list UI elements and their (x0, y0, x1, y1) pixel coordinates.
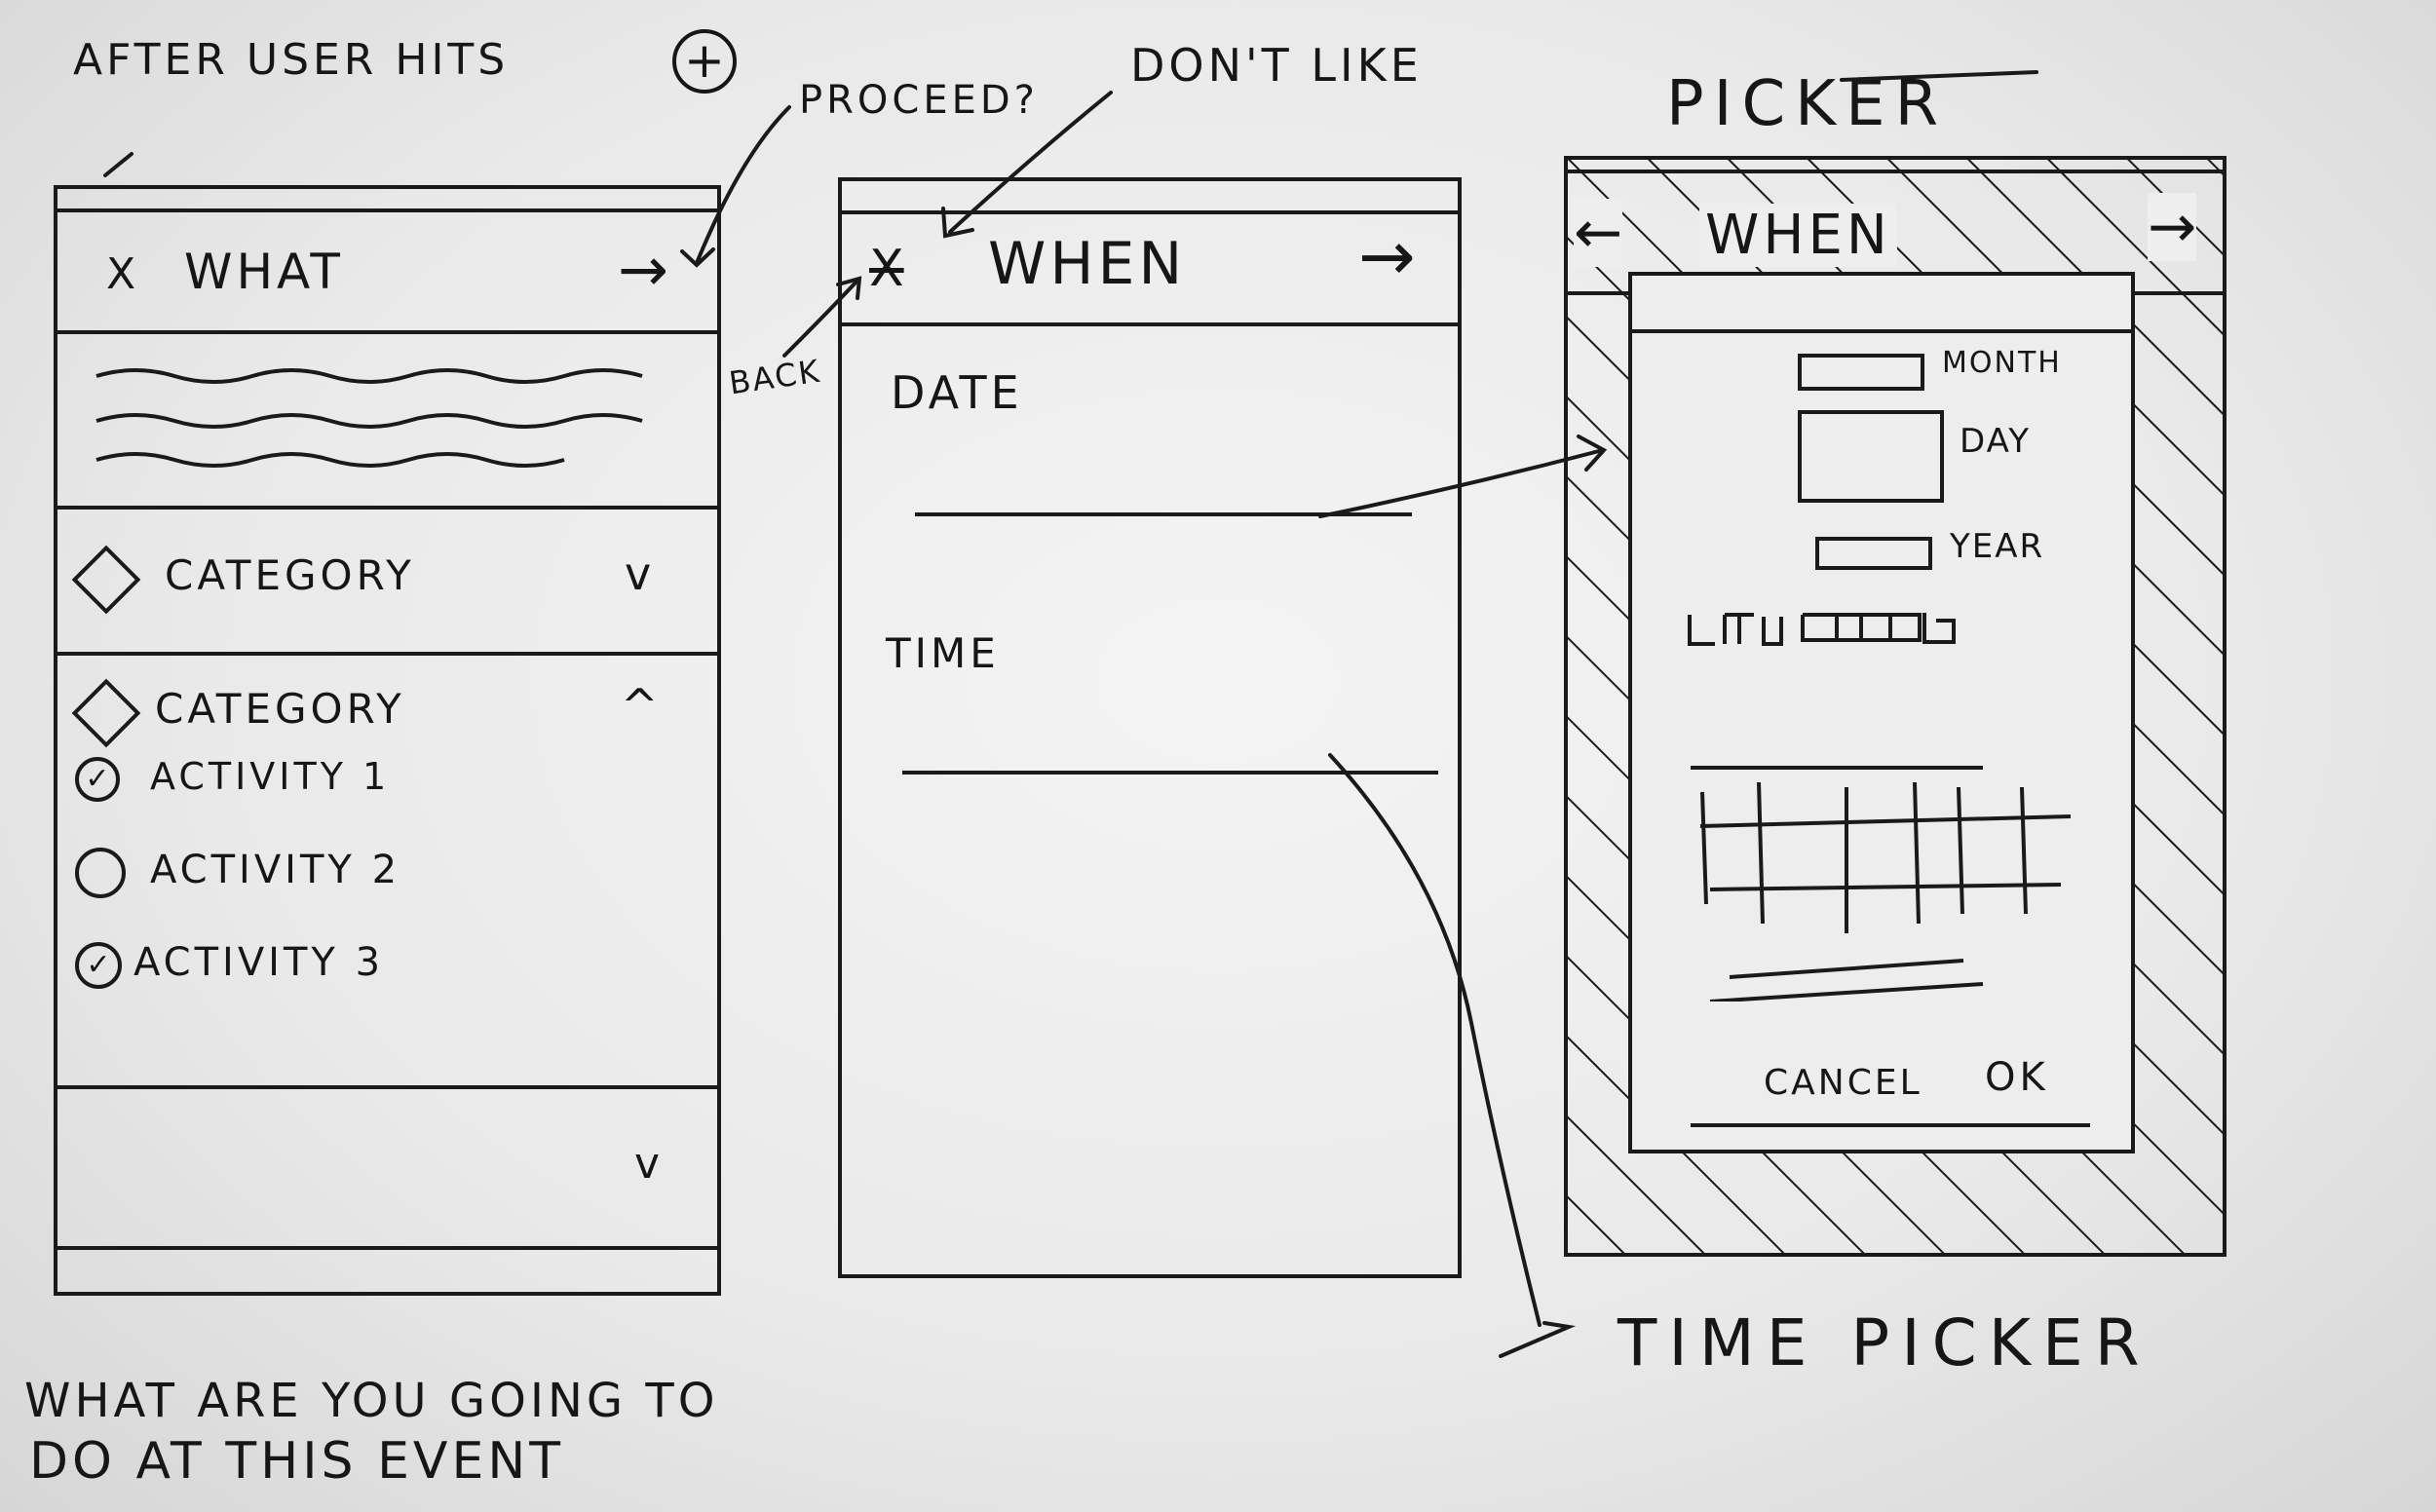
date-label: DATE (891, 366, 1023, 419)
note-question-line2: DO AT THIS EVENT (29, 1432, 565, 1491)
list-item[interactable]: ✓ ACTIVITY 1 (57, 749, 717, 817)
note-after-user-hits: AFTER USER HITS (73, 35, 510, 85)
description-text-placeholder[interactable] (57, 335, 725, 501)
close-button[interactable]: X (106, 249, 140, 299)
note-picker: PICKER (1666, 68, 1949, 140)
month-label: MONTH (1942, 346, 2062, 380)
chevron-up-icon: ^ (621, 679, 659, 732)
note-dont-like: DON'T LIKE (1130, 39, 1423, 92)
year-field[interactable] (1815, 537, 1932, 570)
list-item[interactable]: ACTIVITY 2 (57, 840, 717, 908)
month-field[interactable] (1798, 354, 1924, 391)
chevron-down-icon[interactable]: v (634, 1139, 661, 1189)
next-arrow-icon: → (2148, 193, 2197, 261)
category-label: CATEGORY (165, 551, 415, 599)
screen-what: X WHAT → CATEGORY v CATEGORY ^ ✓ ACTIVIT… (54, 185, 721, 1296)
checked-circle-icon: ✓ (75, 757, 120, 802)
time-label: TIME (886, 629, 1000, 677)
category-label: CATEGORY (155, 685, 405, 733)
date-field[interactable]: DATE (842, 366, 1458, 532)
checked-circle-icon: ✓ (75, 942, 122, 989)
day-field[interactable] (1798, 410, 1944, 503)
cancel-button[interactable]: CANCEL (1764, 1063, 1922, 1103)
next-arrow-icon[interactable]: → (618, 234, 668, 305)
year-label: YEAR (1950, 527, 2045, 566)
time-field[interactable]: TIME (842, 629, 1458, 795)
calendar-grid[interactable] (1691, 758, 2100, 1002)
note-question-line1: WHAT ARE YOU GOING TO (24, 1374, 719, 1428)
close-button[interactable]: X (869, 240, 904, 298)
picker-header-title: WHEN (1699, 204, 1897, 267)
screen-when: X WHEN → DATE TIME (838, 177, 1462, 1278)
chevron-down-icon: v (625, 548, 652, 600)
activity-label: ACTIVITY 1 (150, 755, 391, 798)
back-arrow-icon: ← (1574, 199, 1623, 267)
ok-button[interactable]: OK (1985, 1055, 2049, 1100)
category-dropdown-collapsed[interactable]: CATEGORY v (57, 510, 717, 647)
plus-icon: + (672, 29, 737, 94)
date-picker-dialog: MONTH DAY YEAR CANCEL OK (1628, 272, 2135, 1153)
next-arrow-icon[interactable]: → (1358, 216, 1416, 296)
note-time-picker: TIME PICKER (1618, 1305, 2151, 1380)
day-label: DAY (1960, 422, 2031, 461)
category-dropdown-expanded[interactable]: CATEGORY ^ (57, 662, 717, 759)
activity-label: ACTIVITY 3 (133, 940, 385, 985)
activity-label: ACTIVITY 2 (150, 848, 401, 892)
note-proceed: PROCEED? (799, 78, 1039, 123)
screen-picker: ← WHEN → MONTH DAY YEAR CANCEL (1564, 156, 2227, 1257)
screen-when-title: WHEN (988, 230, 1187, 298)
unchecked-circle-icon (75, 848, 126, 898)
screen-what-title: WHAT (184, 244, 344, 300)
weekday-header-row (1688, 613, 1956, 646)
list-item[interactable]: ✓ ACTIVITY 3 (57, 934, 717, 1002)
